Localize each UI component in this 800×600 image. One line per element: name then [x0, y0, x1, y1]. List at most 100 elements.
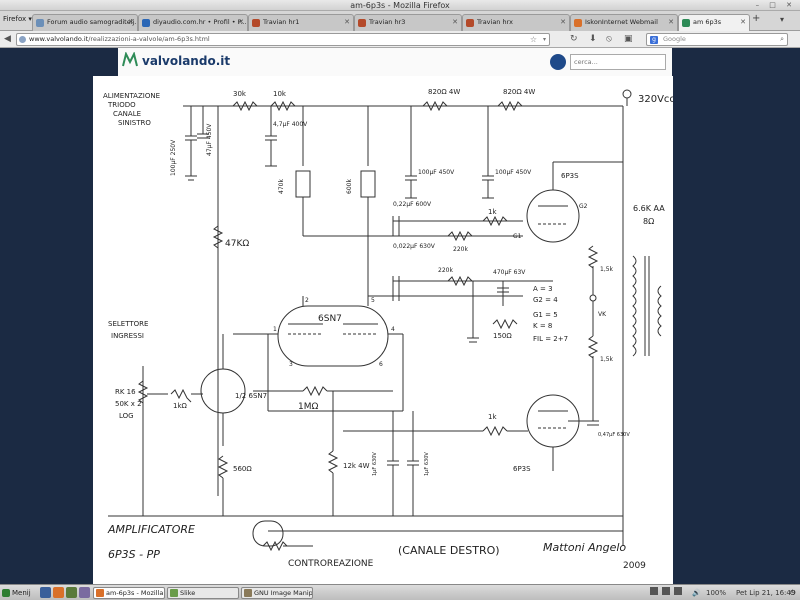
- menu-icon: [2, 589, 10, 597]
- label-10k: 10k: [273, 90, 287, 98]
- page-content: valvolando.it cerca...: [0, 48, 800, 584]
- tab-close-icon[interactable]: ✕: [560, 18, 566, 26]
- firefox-menu-button[interactable]: Firefox ▾: [3, 15, 32, 23]
- editor-launcher-icon[interactable]: [79, 587, 90, 598]
- tab-close-icon[interactable]: ✕: [668, 18, 674, 26]
- task-firefox-icon: [96, 589, 104, 597]
- url-bar[interactable]: www.valvolando.it/realizzazioni-a-valvol…: [16, 33, 550, 46]
- label-tube-v4: 6P3S: [513, 465, 531, 473]
- site-header: valvolando.it cerca...: [118, 48, 672, 78]
- label-470u: 470µF 63V: [493, 269, 526, 276]
- network-icon[interactable]: [650, 587, 658, 595]
- schematic-drawing: ALIMENTAZIONE TRIODO CANALE SINISTRO 100…: [103, 88, 673, 571]
- volume-icon[interactable]: 🔊: [692, 589, 701, 597]
- task-folder-icon: [170, 589, 178, 597]
- stop-button[interactable]: ⦸: [606, 34, 612, 44]
- label-pin5: 5: [371, 297, 375, 304]
- label-tube-v3: 1/2 6SN7: [235, 392, 267, 400]
- label-1k5-b: 1,5k: [600, 356, 614, 363]
- search-engine-icon[interactable]: g: [650, 36, 658, 44]
- label-pin-g1: G1 = 5: [533, 311, 558, 319]
- task-gimp-icon: [244, 589, 252, 597]
- navigation-toolbar: ◀ www.valvolando.it/realizzazioni-a-valv…: [0, 31, 800, 48]
- site-search-input[interactable]: cerca...: [570, 54, 666, 70]
- task-gimp[interactable]: GNU Image Manip...: [241, 587, 313, 599]
- search-input[interactable]: g Google ⌕: [646, 33, 788, 46]
- label-pin-fil: FIL = 2+7: [533, 335, 568, 343]
- tab-travian-hrx[interactable]: Travian hrx ✕: [462, 14, 570, 31]
- label-pot-50k: 50K x 2: [115, 400, 142, 408]
- label-pin3: 3: [289, 361, 293, 368]
- label-1k-b: 1k: [488, 413, 497, 421]
- task-slike[interactable]: Slike: [167, 587, 239, 599]
- tab-close-icon[interactable]: ✕: [740, 18, 746, 26]
- tab-favicon-icon: [358, 19, 366, 27]
- url-host: www.valvolando.it: [29, 35, 89, 43]
- files-launcher-icon[interactable]: [40, 587, 51, 598]
- label-150: 150Ω: [493, 332, 512, 340]
- tab-close-icon[interactable]: ✕: [238, 18, 244, 26]
- terminal-launcher-icon[interactable]: [66, 587, 77, 598]
- system-tray-icons[interactable]: [650, 587, 690, 599]
- tab-favicon-icon: [252, 19, 260, 27]
- tab-webmail[interactable]: IskonInternet Webmail ✕: [570, 14, 678, 31]
- label-pot-rk16: RK 16: [115, 388, 136, 396]
- back-button[interactable]: ◀: [4, 34, 11, 44]
- new-tab-button[interactable]: +: [752, 13, 761, 24]
- firefox-launcher-icon[interactable]: [53, 587, 64, 598]
- label-30k: 30k: [233, 90, 247, 98]
- clipboard-icon[interactable]: [674, 587, 683, 595]
- power-icon[interactable]: ⏻: [790, 589, 796, 597]
- label-tube-v2: 6SN7: [318, 314, 342, 324]
- task-firefox[interactable]: am-6p3s - Mozilla F...: [93, 587, 165, 599]
- battery-indicator[interactable]: 100%: [706, 589, 727, 597]
- bookmark-star-icon[interactable]: ☆: [529, 35, 537, 44]
- tab-close-icon[interactable]: ✕: [128, 18, 134, 26]
- label-amp-type: 6P3S - PP: [108, 548, 160, 561]
- schematic-text: ALIMENTAZIONE TRIODO CANALE SINISTRO 100…: [103, 88, 673, 571]
- task-label: am-6p3s - Mozilla F...: [106, 589, 164, 597]
- globe-icon: [19, 36, 26, 43]
- label-pin-a: A = 3: [533, 285, 553, 293]
- schematic-image: ALIMENTAZIONE TRIODO CANALE SINISTRO 100…: [93, 76, 673, 584]
- tab-close-icon[interactable]: ✕: [452, 18, 458, 26]
- tab-bar: Firefox ▾ Forum audio samograditelj... ✕…: [0, 11, 800, 31]
- reload-button[interactable]: ↻: [570, 34, 578, 44]
- label-output-ohm: 8Ω: [643, 217, 654, 226]
- tab-label: Forum audio samograditelj...: [47, 18, 138, 26]
- start-menu-button[interactable]: Menij: [2, 587, 31, 599]
- label-pot-b: 600k: [346, 179, 353, 194]
- label-g1: G1: [513, 233, 522, 240]
- tab-list-button[interactable]: ▾: [780, 15, 785, 24]
- tab-forum[interactable]: Forum audio samograditelj... ✕: [32, 14, 138, 31]
- label-cap1: 100µF 250V: [170, 139, 177, 176]
- label-560: 560Ω: [233, 465, 252, 473]
- site-logo-icon: [122, 52, 138, 67]
- label-cap022: 0,22µF 600V: [393, 201, 432, 208]
- window-controls[interactable]: – □ ✕: [755, 1, 796, 9]
- label-channel: CANALE: [113, 110, 141, 118]
- tab-diyaudio[interactable]: diyaudio.com.hr • Profil • P... ✕: [138, 14, 248, 31]
- site-search-icon[interactable]: [550, 54, 566, 70]
- tab-travian-hr1[interactable]: Travian hr1 ✕: [248, 14, 354, 31]
- clock[interactable]: Pet Lip 21, 16:49: [736, 589, 796, 597]
- label-left: SINISTRO: [118, 119, 151, 127]
- tab-close-icon[interactable]: ✕: [344, 18, 350, 26]
- tab-am-6p3s[interactable]: am 6p3s ✕: [678, 14, 750, 31]
- url-dropdown-icon[interactable]: ▾: [542, 36, 546, 43]
- search-placeholder: Google: [663, 35, 686, 43]
- search-icon[interactable]: ⌕: [780, 35, 784, 43]
- addon-button[interactable]: ▣: [624, 34, 633, 44]
- tab-label: Travian hr3: [369, 18, 406, 26]
- update-icon[interactable]: [662, 587, 671, 595]
- tab-label: diyaudio.com.hr • Profil • P...: [153, 18, 247, 26]
- label-1k-in: 1kΩ: [173, 402, 188, 410]
- label-cap-c: 0,47µF 630V: [598, 432, 630, 438]
- url-path: /realizzazioni-a-valvole/am-6p3s.html: [88, 35, 210, 43]
- site-logo-text[interactable]: valvolando.it: [142, 54, 231, 68]
- label-12k: 12k 4W: [343, 462, 370, 470]
- download-button[interactable]: ⬇: [589, 34, 597, 44]
- tab-label: am 6p3s: [693, 18, 722, 26]
- tab-travian-hr3[interactable]: Travian hr3 ✕: [354, 14, 462, 31]
- tab-label: IskonInternet Webmail: [585, 18, 658, 26]
